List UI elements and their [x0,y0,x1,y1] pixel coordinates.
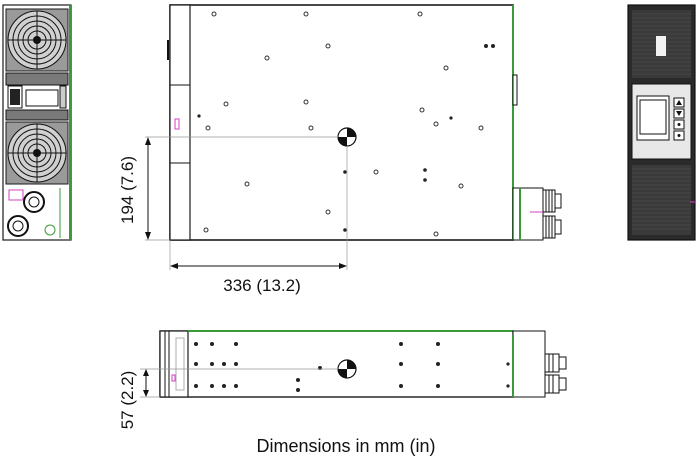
fan-icon [5,8,69,72]
rear-view [2,4,72,241]
dimensions-caption: Dimensions in mm (in) [256,436,435,456]
width-dimension-label: 57 (2.2) [118,371,137,430]
front-view [627,4,696,241]
fan-icon [5,121,69,185]
height-dimension-label: 194 (7.6) [118,156,137,224]
depth-dimension-label: 336 (13.2) [223,276,301,295]
cable-gland-icon [544,353,567,394]
top-view [140,330,567,398]
cable-gland-icon [530,189,562,239]
center-of-gravity-icon [337,127,357,147]
side-view [145,4,562,270]
center-of-gravity-icon [337,359,357,379]
